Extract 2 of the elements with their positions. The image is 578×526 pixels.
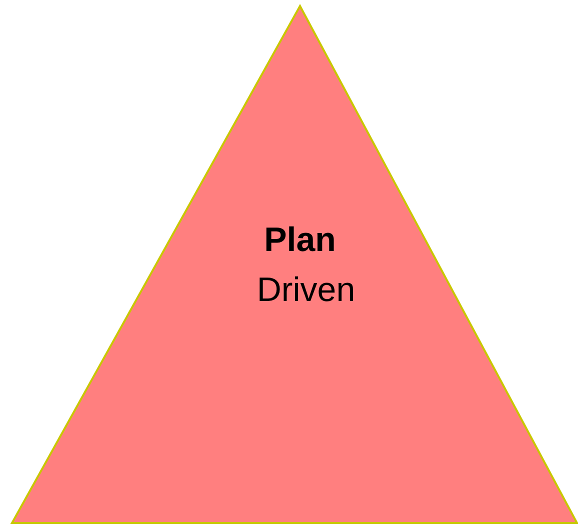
triangle-text: Driven	[256, 270, 356, 310]
triangle-heading: Plan	[264, 220, 336, 260]
